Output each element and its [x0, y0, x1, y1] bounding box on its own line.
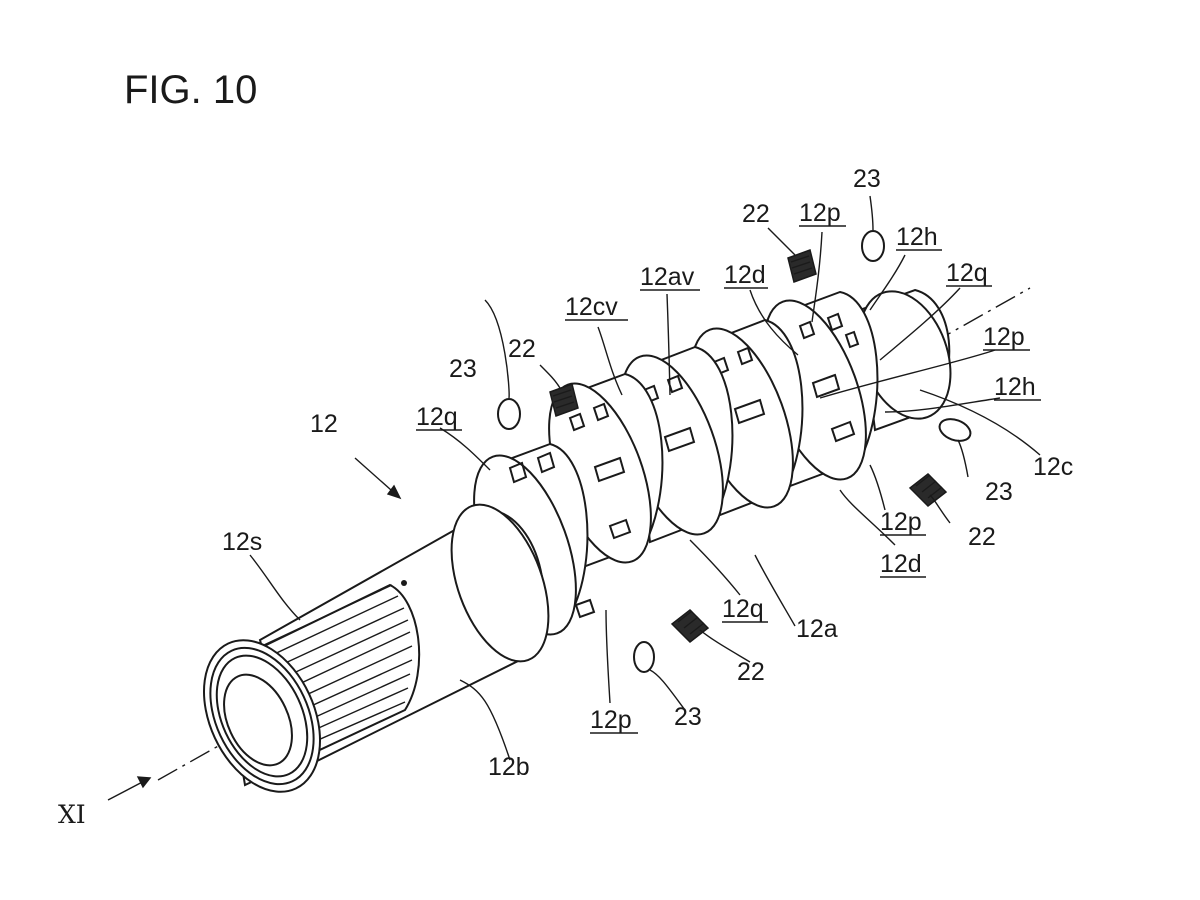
label-22-top: 22	[742, 200, 770, 228]
label-12p-lower-right: 12p	[880, 508, 922, 536]
ball-23-left	[497, 398, 521, 430]
leader-lines	[107, 195, 1041, 801]
label-12s: 12s	[222, 528, 262, 556]
label-12d-top: 12d	[724, 261, 766, 289]
label-22-left: 22	[508, 335, 536, 363]
label-22-right: 22	[968, 523, 996, 551]
reference-labels: 12 12s 12b XI 12q 23 22 12cv 12av 12d 22…	[58, 165, 1073, 829]
label-23-bottom: 23	[674, 703, 702, 731]
label-12q-left: 12q	[416, 403, 458, 431]
label-12av: 12av	[640, 263, 695, 291]
right-end-cylinder	[858, 288, 952, 432]
camshaft-drawing	[107, 195, 1041, 801]
label-12b: 12b	[488, 753, 530, 781]
block-22-left	[549, 383, 579, 417]
ball-23-top	[861, 230, 885, 262]
label-12q-top-right: 12q	[946, 259, 988, 287]
label-12p-right: 12p	[983, 323, 1025, 351]
label-12p-bottom: 12p	[590, 706, 632, 734]
ball-23-right	[938, 418, 972, 442]
label-12: 12	[310, 410, 338, 438]
label-23-top: 23	[853, 165, 881, 193]
label-22-bottom: 22	[737, 658, 765, 686]
label-12d-bottom: 12d	[880, 550, 922, 578]
label-12cv: 12cv	[565, 293, 618, 321]
block-22-bottom	[670, 609, 710, 643]
label-12h-right: 12h	[994, 373, 1036, 401]
label-12h-top: 12h	[896, 223, 938, 251]
ball-23-bottom	[633, 641, 655, 673]
block-22-top	[787, 249, 817, 283]
threaded-end	[202, 639, 322, 793]
label-23-right: 23	[985, 478, 1013, 506]
figure-title: FIG. 10	[124, 68, 257, 112]
label-12q-bottom: 12q	[722, 595, 764, 623]
label-12a: 12a	[796, 615, 838, 643]
label-12p-top: 12p	[799, 199, 841, 227]
label-23-left: 23	[449, 355, 477, 383]
label-XI: XI	[58, 800, 86, 829]
block-22-right	[908, 473, 948, 507]
label-12c: 12c	[1033, 453, 1073, 481]
label-underlines	[416, 225, 1041, 734]
